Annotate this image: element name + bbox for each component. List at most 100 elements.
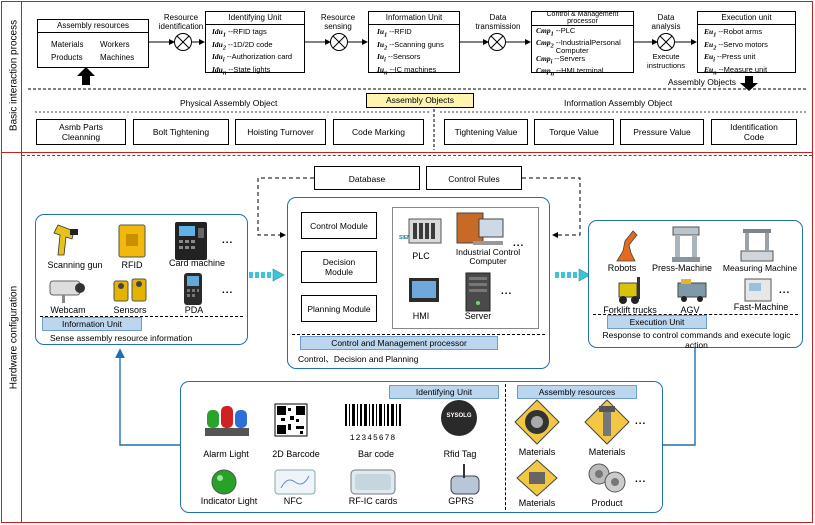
assembly-objects-title: Assembly Objects [366,93,474,108]
info-item-webcam: Webcam [50,305,86,315]
database-label: Database [348,174,386,184]
forklift-icon [618,277,640,304]
cmp-more-dots-2: ... [501,286,513,297]
execution-unit-label: Execution Unit [607,315,707,329]
resource-item-product: Product [591,498,623,508]
flow-arrow-left [249,268,285,282]
junction-circle-2 [330,33,348,51]
identifying-unit-list: Idu1--RFID tags Idu2--1D/2D code Idui--A… [212,27,293,77]
data-flow-arrows [249,268,591,282]
control-module: Control Module [301,212,377,239]
exec-item-robots: Robots [607,263,637,273]
cmp-panel: Control Module Decision Module Planning … [287,197,550,369]
assembly-resources-box: Assembly resources Materials Workers Pro… [37,19,149,68]
information-unit-panel: ... Scanning gun RFID Card machine ... W… [35,214,248,345]
execution-unit-list: Eu1--Robot arms Eu2--Servo motors Eui--P… [704,27,768,77]
control-rules-label: Control Rules [448,174,500,184]
bottom-item-bar-code: Bar code [357,449,395,459]
pda-icon [184,273,202,305]
assembly-resources-title: Assembly resources [38,20,148,33]
information-unit-label: Information Unit [42,317,142,331]
info-object-tightening: Tightening Value [444,119,528,145]
junction-circle-4 [657,33,675,51]
info-panel-divider [40,316,243,317]
exec-panel-divider [593,314,798,315]
info-object-identification: Identification Code [711,119,797,145]
rfid-tag-icon: SYSOLG [441,400,477,436]
physical-object-cleaning: Asmb Parts Cleanning [36,119,126,145]
resource-materials: Materials [51,40,84,49]
info-object-torque: Torque Value [534,119,614,145]
eu-item-1: --Robot arms [718,27,763,36]
side-column-divider [21,1,22,523]
material-bolt-icon [584,399,630,445]
information-unit-title: Information Unit [369,12,459,25]
control-management-box: Control & Management processor Cmp1--PLC… [531,11,634,78]
section-divider [1,152,813,153]
exec-item-measuring-machine: Measuring Machine [722,263,798,273]
cmp-item-2: --IndustrialPersonal Computer [555,38,621,56]
resource-more-dots-1: ... [635,416,647,427]
idu-item-1: --RFID tags [227,27,267,36]
info-object-pressure: Pressure Value [620,119,704,145]
assembly-objects-arrow-label: Assembly Objects [668,77,737,87]
physical-object-hoisting: Hoisting Turnover [235,119,326,145]
execution-unit-box: Execution unit Eu1--Robot arms Eu2--Serv… [697,11,796,77]
cmp-item-server: Server [464,311,492,321]
exec-item-agv: AGV [680,305,700,315]
information-unit-list: Iu1--RFID Iu2--Scanning guns Iui--Sensor… [377,27,444,77]
hmi-icon [409,278,439,302]
eu-item-i: --Press unit [716,52,756,62]
bottom-panel-divider [505,384,506,510]
execution-unit-desc: Response to control commands and execute… [602,330,791,350]
junction-label-resource-identification: Resource identification [158,13,204,31]
bottom-item-2d-barcode: 2D Barcode [272,449,320,459]
rfid-tag-brand: SYSOLG [446,413,472,419]
database-box: Database [314,166,420,190]
physical-object-bolt: Bolt Tightening [133,119,229,145]
cmp-hardware-frame: SIEMENS ... PLC Industrial Control Compu… [392,207,539,329]
physical-assembly-title: Physical Assembly Object [180,98,278,108]
execution-unit-panel: Robots Press-Machine Measuring Machine .… [588,220,803,350]
junction-label-execute-instructions: Execute instructions [647,52,685,70]
agv-icon [677,279,707,302]
information-unit-box: Information Unit Iu1--RFID Iu2--Scanning… [368,11,460,77]
control-rules-box: Control Rules [426,166,522,190]
process-chain-connectors [28,33,806,150]
resource-more-dots-2: ... [635,474,647,485]
cmp-label: Control and Management processor [300,336,498,350]
cmp-item-i: --Servers [554,54,586,64]
idu-item-n: --State lights [228,65,271,75]
junction-circles [174,33,675,51]
cmp-item-n: --HMI terminal [556,66,604,76]
resource-machines: Machines [100,53,135,62]
resource-item-materials-2: Materials [588,447,626,457]
resource-products: Products [51,53,83,62]
cmp-item-1: --PLC [555,26,576,35]
iu-item-1: --RFID [389,27,412,36]
robot-arm-icon [616,230,638,262]
indicator-light-icon [211,469,237,495]
up-arrow-icon [77,67,95,85]
measuring-machine-icon [740,229,774,262]
bottom-item-rf-ic-cards: RF-IC cards [348,496,398,506]
bottom-item-rfid-tag: Rfid Tag [443,449,477,459]
sensors-icon [113,278,147,302]
info-item-sensors: Sensors [113,305,147,315]
exec-item-press-machine: Press-Machine [651,263,713,273]
bottom-identifying-unit-label: Identifying Unit [389,385,499,399]
identifying-unit-box: Identifying Unit Idu1--RFID tags Idu2--1… [205,11,305,77]
nfc-card-icon [274,469,316,495]
industrial-computer-icon [456,212,504,245]
info-item-rfid: RFID [121,260,143,270]
card-machine-icon [175,222,207,260]
cmp-more-dots-1: ... [513,238,525,249]
flow-arrow-right [555,268,591,282]
eu-item-n: --Measure unit [718,65,768,75]
junction-label-data-transmission: Data transmission [475,13,521,31]
qr-code-icon [274,403,308,437]
junction-circle-3 [488,33,506,51]
scanning-gun-icon [53,224,78,256]
info-panel-more-dots-1: ... [222,235,234,246]
